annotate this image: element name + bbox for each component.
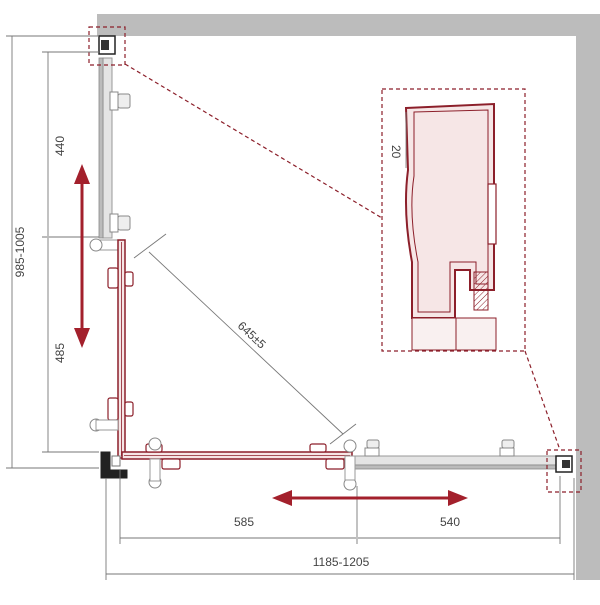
dimension-diagonal: 645±5 bbox=[235, 319, 269, 352]
callout-leader-top bbox=[124, 63, 383, 219]
detail-callouts bbox=[88, 26, 582, 493]
detail-base-right bbox=[455, 317, 497, 351]
bottom-wall-profile bbox=[351, 464, 559, 470]
detail-hatch-brush bbox=[473, 271, 489, 311]
dimension-bottom-total: 1185-1205 bbox=[313, 555, 370, 569]
left-handle-knob bbox=[89, 238, 103, 252]
bottom-fixed-handle-bar bbox=[344, 455, 356, 481]
left-door-handle-bar bbox=[95, 419, 119, 431]
right-wall bbox=[576, 14, 600, 580]
bottom-door-handle-bar bbox=[149, 458, 161, 482]
upper-bracket bbox=[109, 91, 131, 111]
detail-profile-outer bbox=[404, 102, 495, 319]
dimension-bottom-left: 585 bbox=[234, 515, 254, 529]
roller-group-left-upper bbox=[107, 267, 134, 289]
callout-box-bottom bbox=[546, 449, 582, 493]
wall-group bbox=[97, 14, 600, 580]
bottom-fixed-panel bbox=[343, 439, 559, 491]
left-sliding-door bbox=[89, 239, 134, 459]
corner-piece bbox=[100, 451, 128, 479]
dimension-left-total: 985-1005 bbox=[13, 226, 27, 277]
bottom-fixed-handle-top bbox=[343, 439, 357, 453]
roller-group-bottom-right bbox=[309, 443, 345, 470]
horizontal-slide-arrow bbox=[272, 490, 468, 506]
callout-leader-bottom bbox=[524, 350, 561, 451]
left-wall-profile bbox=[98, 57, 104, 239]
right-end-profile-inner bbox=[562, 460, 570, 468]
mid-bracket bbox=[109, 213, 131, 233]
glass-edge-profile bbox=[99, 239, 119, 251]
bottom-door-handle-top bbox=[148, 437, 162, 451]
detail-glass-seal bbox=[487, 183, 497, 245]
dimension-lines bbox=[6, 35, 575, 580]
left-glass-panel bbox=[102, 57, 113, 239]
bottom-sliding-door bbox=[121, 437, 353, 489]
top-wall bbox=[97, 14, 600, 36]
top-end-profile-inner bbox=[101, 40, 109, 50]
dimension-bottom-right: 540 bbox=[440, 515, 460, 529]
detail-box bbox=[381, 88, 526, 352]
detail-base-left bbox=[411, 317, 457, 351]
roller-group-left-lower bbox=[107, 397, 134, 421]
left-fixed-panel bbox=[89, 57, 131, 252]
vertical-slide-arrow bbox=[74, 164, 90, 348]
dimension-left-upper: 440 bbox=[53, 136, 67, 156]
callout-box-top bbox=[88, 26, 126, 66]
dimension-left-lower: 485 bbox=[53, 343, 67, 363]
detail-thickness-label: 20 bbox=[389, 145, 403, 159]
bottom-bracket-left bbox=[364, 439, 380, 457]
bottom-bracket-right bbox=[499, 439, 515, 457]
bottom-glass-panel bbox=[351, 455, 559, 466]
detail-section: 20 bbox=[389, 102, 497, 351]
